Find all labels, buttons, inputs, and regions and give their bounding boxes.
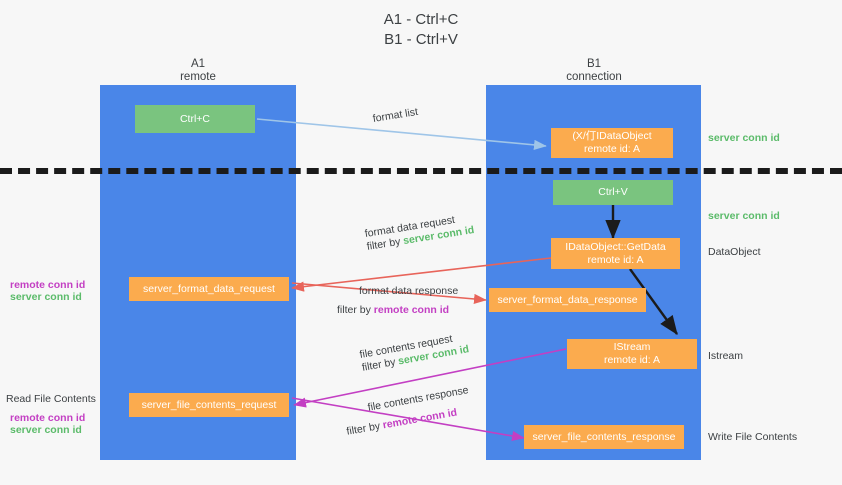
node-ctrl-v-label: Ctrl+V (598, 186, 628, 198)
node-server-file-contents-response-label: server_file_contents_response (532, 430, 676, 443)
edge-label-format-data-request: format data request filter by server con… (364, 211, 475, 254)
lane-a1-name: A1 (190, 58, 206, 70)
edge-label-file-contents-request: file contents request filter by server c… (359, 330, 470, 374)
annotation-remote-conn-id-left-2: remote conn id (10, 412, 86, 424)
node-istream-line2: remote id: A (603, 354, 661, 366)
annotation-read-file-contents: Read File Contents (6, 393, 96, 405)
node-server-file-contents-request[interactable]: server_file_contents_request (129, 393, 289, 417)
node-idataobject[interactable]: (X/仃IDataObject remote id: A (551, 128, 673, 158)
annotation-remote-conn-id-left-1: remote conn id (10, 279, 86, 291)
annotation-write-file-contents: Write File Contents (708, 431, 798, 443)
node-istream[interactable]: IStream remote id: A (567, 339, 697, 369)
title-line-2: B1 - Ctrl+V (384, 31, 458, 48)
annotation-server-conn-id-left-2: server conn id (10, 424, 82, 436)
node-getdata-line2: remote id: A (587, 253, 644, 266)
node-getdata-line1: IDataObject::GetData (565, 240, 666, 253)
node-ctrl-c-label: Ctrl+C (179, 112, 211, 125)
node-idataobject-getdata[interactable]: IDataObject::GetData remote id: A (551, 238, 680, 269)
filter-by-text-4: filter by (345, 419, 384, 438)
divider-dashed-line (0, 168, 842, 174)
node-server-file-contents-request-label: server_file_contents_request (141, 398, 277, 411)
edge-label-format-data-response: format data response filter by remote co… (337, 285, 458, 317)
node-ctrl-v[interactable]: Ctrl+V (553, 180, 673, 205)
node-idataobject-line2: remote id: A (583, 143, 641, 155)
edge-label-format-list-text: format list (371, 105, 419, 125)
node-istream-line1: IStream (613, 341, 651, 353)
annotation-server-conn-id-top: server conn id (708, 132, 780, 144)
node-server-format-data-request-label: server_format_data_request (143, 282, 275, 295)
node-server-format-data-response-label: server_format_data_response (497, 293, 638, 306)
format-data-response-filter: filter by remote conn id (337, 304, 458, 317)
edge-label-format-list: format list (372, 106, 419, 126)
format-data-response-text: format data response (359, 285, 459, 297)
lane-b1-name: B1 (586, 58, 602, 70)
edge-label-file-contents-response: file contents response filter by remote … (342, 384, 473, 439)
title-line-1: A1 - Ctrl+C (383, 11, 459, 28)
annotation-istream: Istream (708, 350, 744, 362)
diagram-title: A1 - Ctrl+C B1 - Ctrl+V (0, 10, 842, 50)
annotation-dataobject: DataObject (708, 246, 761, 258)
remote-conn-id-text-1: remote conn id (373, 304, 450, 316)
lane-b1-sub: connection (566, 71, 622, 83)
lane-a1-sub: remote (180, 71, 216, 83)
annotation-server-conn-id-second: server conn id (708, 210, 780, 222)
node-ctrl-c[interactable]: Ctrl+C (135, 105, 255, 133)
node-server-format-data-request[interactable]: server_format_data_request (129, 277, 289, 301)
file-contents-response-filter: filter by remote conn id (346, 404, 473, 439)
lane-header-a1: A1 remote (128, 58, 268, 84)
node-server-file-contents-response[interactable]: server_file_contents_response (524, 425, 684, 449)
annotation-server-conn-id-left-1: server conn id (10, 291, 82, 303)
lane-header-b1: B1 connection (524, 58, 664, 84)
node-server-format-data-response[interactable]: server_format_data_response (489, 288, 646, 312)
filter-by-text-2: filter by (337, 304, 374, 316)
node-idataobject-line1: (X/仃IDataObject (572, 130, 652, 142)
